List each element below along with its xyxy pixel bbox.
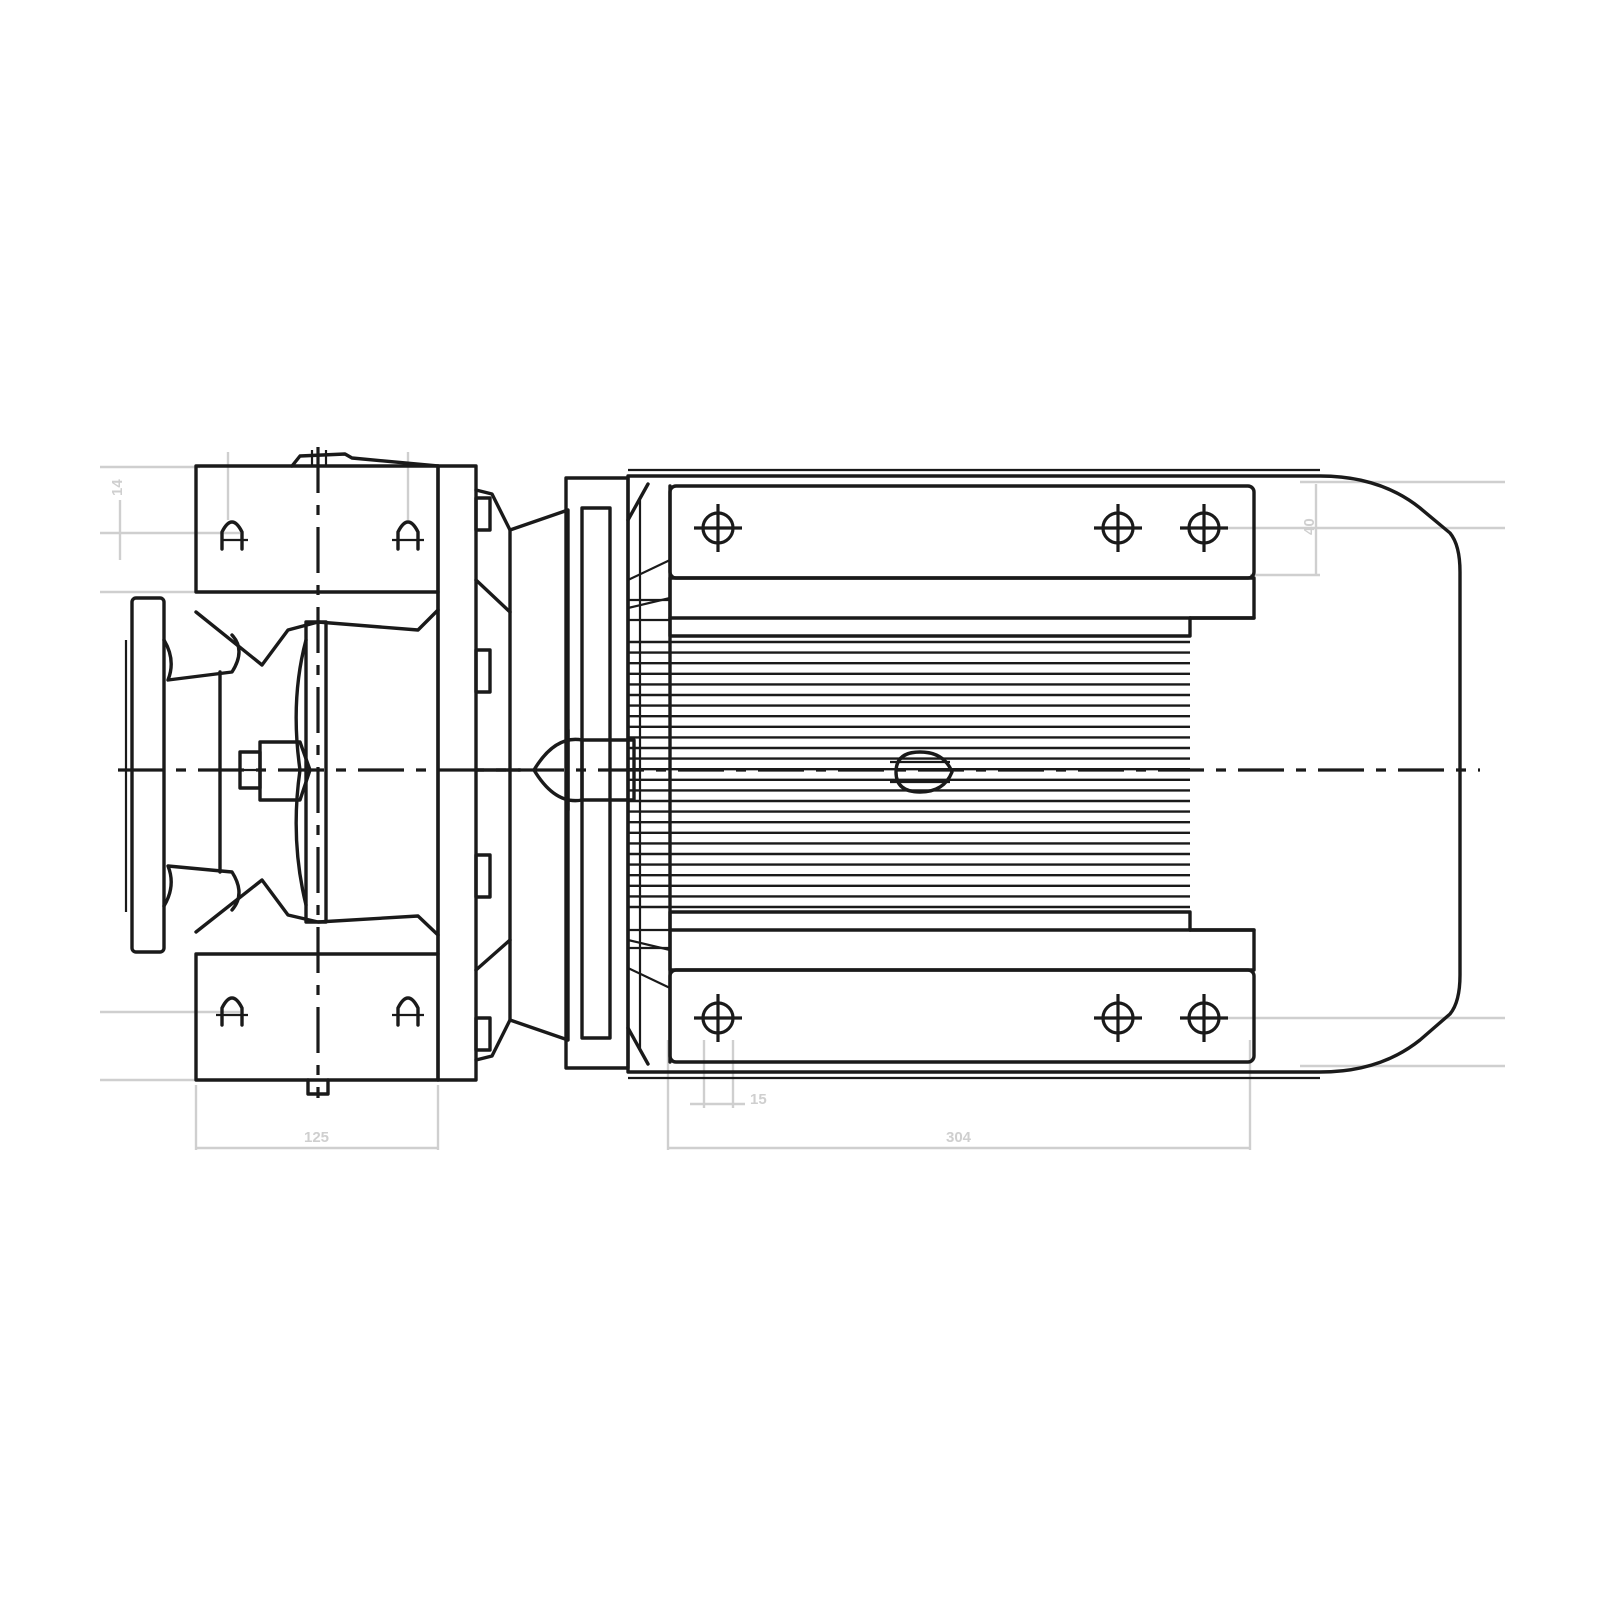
mounting-hole-icon [1180,504,1228,552]
dim-label-pump-length: 125 [304,1129,329,1146]
mounting-hole-icon [694,504,742,552]
cooling-fins [628,640,1190,909]
dim-label-motor-foot-length: 304 [946,1129,972,1146]
coupling-flange [436,464,636,1082]
dim-label-hole-spacing: 15 [750,1091,767,1108]
motor-body [626,468,1462,1080]
motor-terminal [890,750,954,794]
mounting-hole-icon [694,994,742,1042]
mounting-hole-icon [1094,994,1142,1042]
dimension-lines [100,452,1505,1150]
mounting-hole-icon [1094,504,1142,552]
dimension-labels: 125 304 15 40 14 [109,479,1318,1146]
mounting-holes [694,504,1228,1042]
mounting-hole-icon [1180,994,1228,1042]
pump-housing [124,450,440,1096]
dim-label-flange-offset: 14 [109,479,126,496]
dim-label-side-height: 40 [1301,518,1318,535]
